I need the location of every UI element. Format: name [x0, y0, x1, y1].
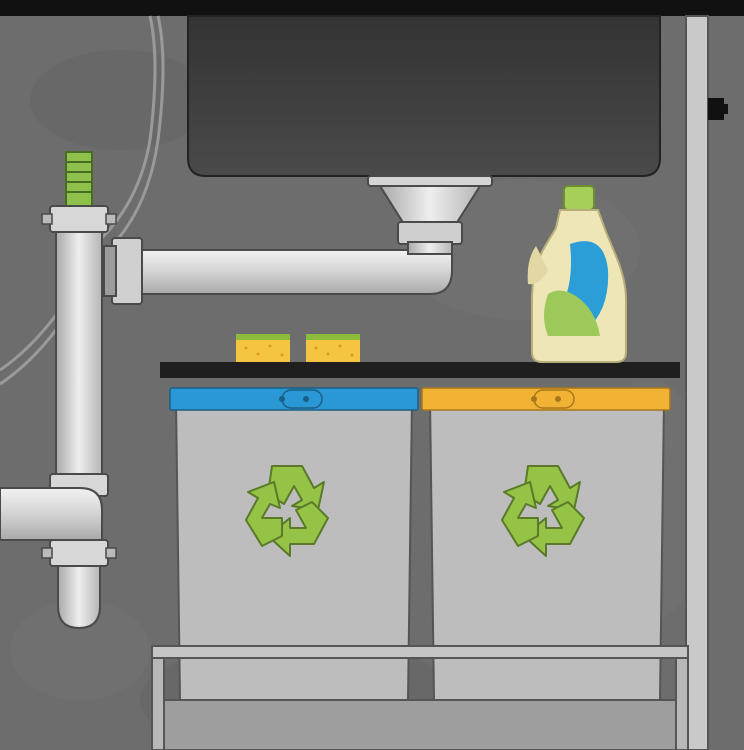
- sponge-right: [306, 334, 360, 362]
- pull-out-frame: [151, 645, 689, 750]
- cabinet-frame: [685, 15, 709, 750]
- detergent-bottle-icon: [527, 185, 627, 363]
- lower-trap-pipe: [0, 487, 117, 630]
- horizontal-drain-pipe: [103, 237, 453, 305]
- shelf: [160, 362, 680, 378]
- vertical-standpipe: [41, 151, 117, 497]
- sink-drain: [367, 175, 493, 259]
- sink-basin: [187, 15, 661, 177]
- countertop-edge: [0, 0, 744, 16]
- sponge-left: [236, 334, 290, 362]
- cabinet-latch: [708, 98, 724, 120]
